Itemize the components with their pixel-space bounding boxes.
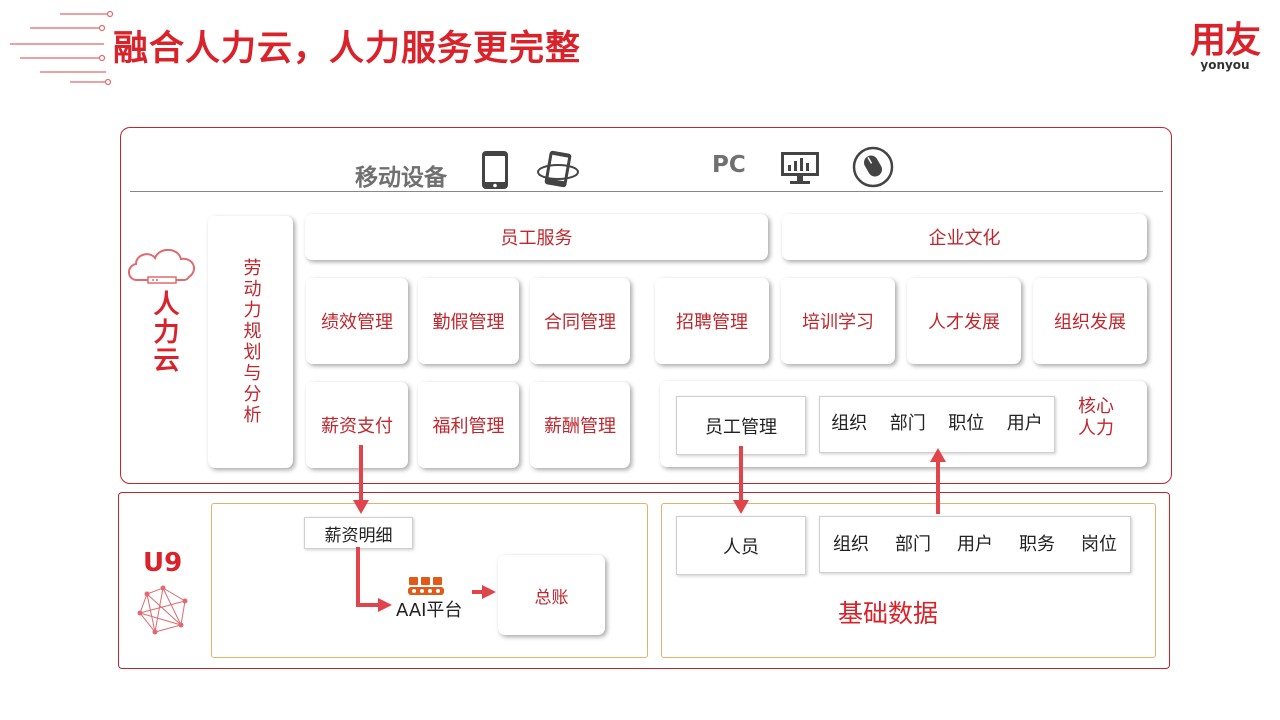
corporate-culture-header: 企业文化 xyxy=(782,214,1147,260)
aai-platform-icon xyxy=(408,577,444,595)
pc-label: PC xyxy=(712,152,746,178)
module-benefits: 福利管理 xyxy=(418,382,519,468)
tablet-orbit-icon xyxy=(537,150,579,188)
logo-en: yonyou xyxy=(1200,58,1250,72)
arrow-base-to-core-org xyxy=(930,448,946,514)
core-item-position: 职位 xyxy=(948,413,985,434)
base-items-box: 组织 部门 用户 职务 岗位 xyxy=(819,516,1131,573)
module-payroll: 薪资支付 xyxy=(306,382,408,468)
u9-finance-frame xyxy=(211,503,648,658)
core-hr-label: 核心 人力 xyxy=(1078,396,1114,440)
workforce-planning-box: 劳动力规划与分析 xyxy=(208,216,293,468)
general-ledger-box: 总账 xyxy=(498,555,605,635)
core-org-items-box: 组织 部门 职位 用户 xyxy=(819,396,1055,453)
u9-label: U9 xyxy=(143,548,183,578)
base-item-duty: 职务 xyxy=(1019,533,1055,555)
page-title: 融合人力云，人力服务更完整 xyxy=(113,29,582,69)
logo-cn: 用友 xyxy=(1189,20,1261,61)
salary-detail-box: 薪资明细 xyxy=(304,517,413,549)
module-talent: 人才发展 xyxy=(907,278,1021,364)
arrow-aai-to-ledger xyxy=(472,585,496,599)
smartphone-icon xyxy=(482,151,508,189)
base-item-post: 岗位 xyxy=(1081,533,1117,555)
mobile-devices-label: 移动设备 xyxy=(355,165,447,191)
decorative-lines xyxy=(10,10,114,86)
core-item-org: 组织 xyxy=(831,413,868,434)
arrow-employee-mgmt-to-personnel xyxy=(733,446,749,514)
device-divider xyxy=(130,191,1163,192)
hr-cloud-label: 人力云 xyxy=(149,290,179,374)
core-item-user: 用户 xyxy=(1006,413,1043,434)
base-data-label: 基础数据 xyxy=(838,599,939,628)
base-item-org: 组织 xyxy=(833,533,869,555)
employee-service-header: 员工服务 xyxy=(305,214,768,260)
core-item-dept: 部门 xyxy=(889,413,926,434)
mouse-icon xyxy=(852,146,894,188)
base-item-dept: 部门 xyxy=(895,533,931,555)
hr-cloud-frame xyxy=(120,127,1172,484)
module-performance: 绩效管理 xyxy=(306,278,408,364)
network-mesh-icon xyxy=(137,585,188,635)
core-hr-label-line2: 人力 xyxy=(1078,418,1114,439)
module-attendance: 勤假管理 xyxy=(418,278,519,364)
monitor-chart-icon xyxy=(781,152,819,184)
core-hr-label-line1: 核心 xyxy=(1078,396,1114,417)
brand-logo: 用友 yonyou xyxy=(1189,20,1261,73)
base-item-user: 用户 xyxy=(957,533,993,555)
aai-platform-label: AAI平台 xyxy=(396,600,463,621)
module-recruiting: 招聘管理 xyxy=(655,278,769,364)
module-contract: 合同管理 xyxy=(530,278,630,364)
arrow-payroll-to-salary-detail xyxy=(353,445,369,514)
arrow-salary-detail-to-aai xyxy=(356,547,392,612)
u9-frame xyxy=(118,492,1170,669)
personnel-box: 人员 xyxy=(676,516,806,575)
cloud-icon xyxy=(128,248,196,284)
module-training: 培训学习 xyxy=(781,278,895,364)
module-org-development: 组织发展 xyxy=(1033,278,1147,364)
u9-base-frame xyxy=(661,503,1156,658)
module-compensation: 薪酬管理 xyxy=(530,382,630,468)
